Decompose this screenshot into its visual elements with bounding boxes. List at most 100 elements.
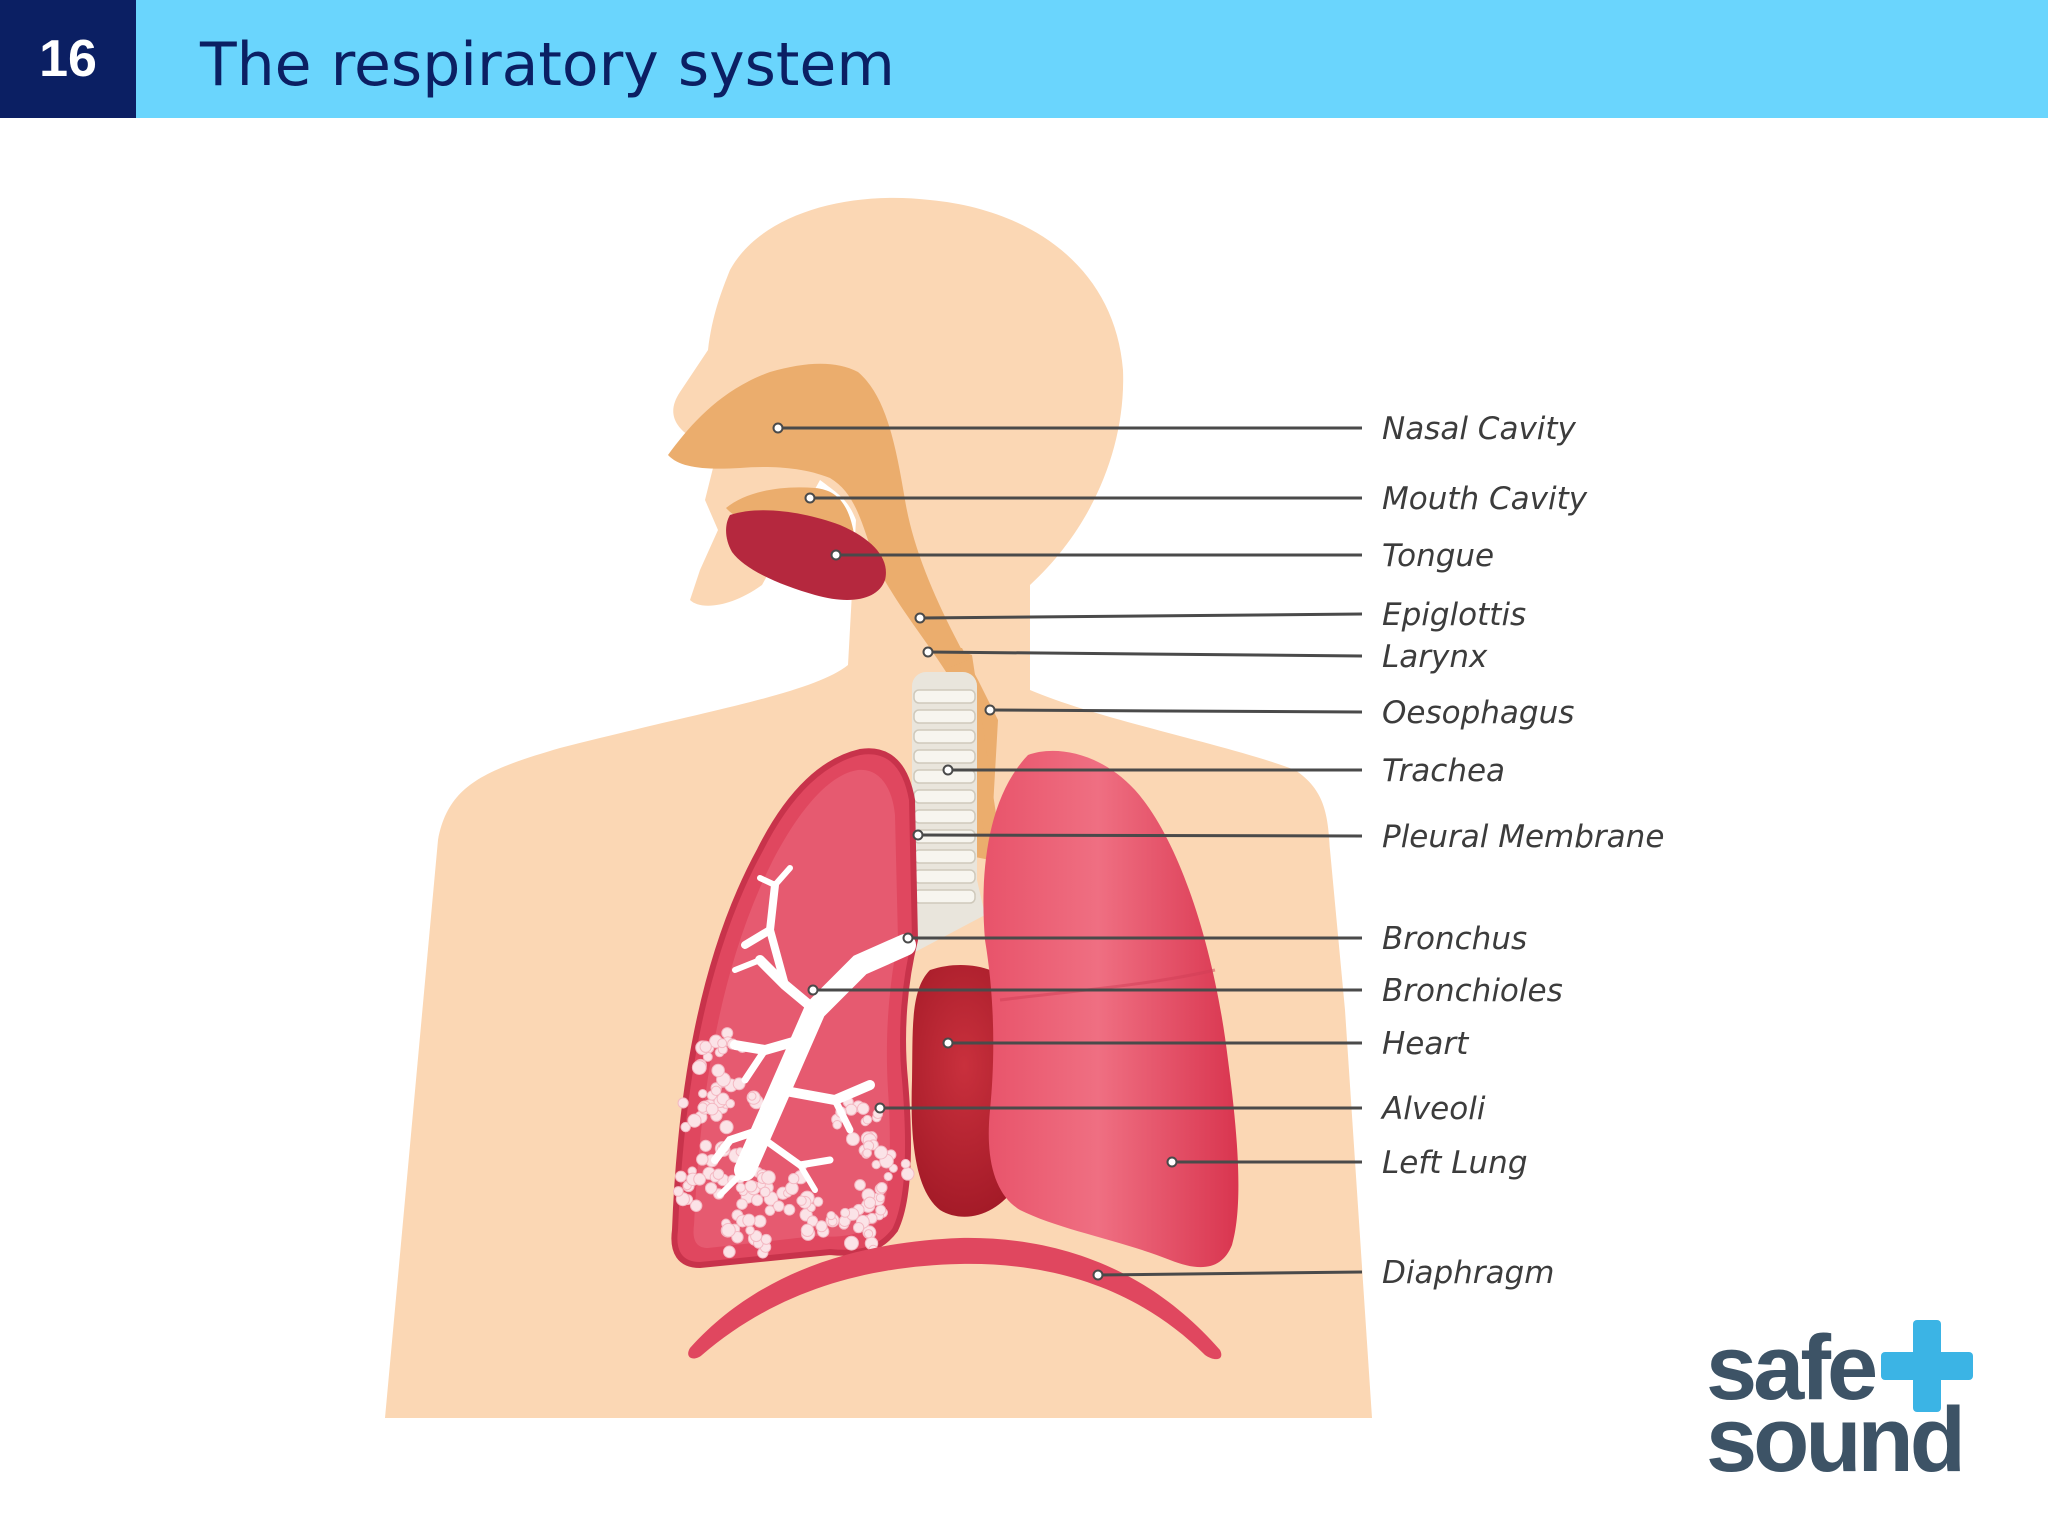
label-nasal-cavity: Nasal Cavity <box>1382 411 1577 447</box>
alveolus <box>674 1170 687 1183</box>
alveolus <box>711 1063 725 1078</box>
alveolus <box>815 1220 828 1233</box>
alveolus <box>783 1203 796 1216</box>
trachea-ring <box>913 869 976 884</box>
trachea-ring <box>913 729 976 744</box>
leader-dot <box>807 984 819 996</box>
label-left-lung: Left Lung <box>1382 1145 1528 1181</box>
leader-dot <box>874 1102 886 1114</box>
alveolus <box>705 1102 719 1116</box>
alveolus <box>813 1196 824 1207</box>
leader-dot <box>942 1037 954 1049</box>
alveolus <box>772 1200 785 1212</box>
alveolus <box>876 1181 888 1194</box>
alveolus <box>747 1091 757 1101</box>
alveolus <box>704 1182 718 1195</box>
alveolus <box>745 1225 755 1236</box>
alveolus <box>800 1223 815 1237</box>
leader-dot <box>984 704 996 716</box>
alveolus <box>875 1193 885 1203</box>
alveolus <box>844 1235 859 1251</box>
alveolus <box>680 1121 691 1133</box>
diaphragm-shape <box>688 1237 1222 1360</box>
alveolus <box>687 1113 702 1128</box>
leader-line <box>927 650 1363 658</box>
bronchial-tree <box>711 865 916 1198</box>
leader-dot <box>830 549 842 561</box>
alveolus <box>698 1088 708 1099</box>
alveolus <box>826 1210 836 1221</box>
leader-dot <box>914 612 926 624</box>
trachea-ring <box>913 689 976 704</box>
left-lung-fissure <box>999 968 1216 1002</box>
alveolus <box>901 1167 915 1181</box>
leader-dot <box>902 932 914 944</box>
alveolus <box>787 1172 800 1185</box>
alveolus <box>736 1198 748 1210</box>
label-bronchus: Bronchus <box>1382 921 1527 957</box>
alveolus <box>696 1153 709 1166</box>
alveolus <box>871 1159 881 1170</box>
alveolus <box>900 1158 911 1169</box>
tongue-shape <box>726 510 886 600</box>
slide-number: 16 <box>0 0 136 118</box>
alveolus <box>883 1171 893 1182</box>
alveolus <box>764 1205 776 1216</box>
label-epiglottis: Epiglottis <box>1382 597 1526 633</box>
leader-dot <box>1092 1269 1104 1281</box>
safe-sound-logo: safe sound <box>1706 1312 1976 1486</box>
alveolus <box>719 1119 734 1135</box>
leader-dot <box>922 646 934 658</box>
leader-line <box>989 708 1363 714</box>
alveolus <box>874 1145 888 1160</box>
alveolus <box>854 1179 866 1191</box>
alveolus <box>712 1168 725 1180</box>
label-trachea: Trachea <box>1382 753 1505 789</box>
alveolus <box>761 1170 776 1185</box>
alveolus <box>852 1221 865 1234</box>
leader-line <box>919 612 1363 620</box>
alveolus <box>796 1195 807 1206</box>
alveolus <box>744 1179 758 1193</box>
alveolus <box>753 1214 767 1228</box>
alveolus <box>846 1132 860 1147</box>
label-pleural-membrane: Pleural Membrane <box>1382 819 1664 855</box>
alveolus <box>862 1114 873 1125</box>
leader-dot <box>942 764 954 776</box>
alveolus <box>760 1233 772 1245</box>
label-bronchioles: Bronchioles <box>1382 973 1563 1009</box>
label-mouth-cavity: Mouth Cavity <box>1382 481 1588 517</box>
alveolus <box>722 1245 736 1259</box>
label-diaphragm: Diaphragm <box>1382 1255 1554 1291</box>
trachea-ring <box>913 809 976 824</box>
alveolus <box>710 1085 722 1097</box>
alveolus <box>689 1199 703 1212</box>
label-heart: Heart <box>1382 1026 1470 1062</box>
trachea-ring <box>913 789 976 804</box>
alveolus <box>751 1193 764 1207</box>
trachea-ring <box>913 889 976 904</box>
slide-title: The respiratory system <box>200 30 895 100</box>
alveolus <box>691 1060 707 1075</box>
label-larynx: Larynx <box>1382 639 1488 675</box>
alveolus <box>742 1213 756 1227</box>
label-alveoli: Alveoli <box>1380 1091 1486 1127</box>
leader-dot <box>772 422 784 434</box>
plus-icon <box>1881 1320 1973 1412</box>
alveolus <box>699 1040 712 1053</box>
trachea-ring <box>913 709 976 724</box>
leader-dot <box>804 492 816 504</box>
leader-dot <box>1166 1156 1178 1168</box>
header-bar: 16 The respiratory system <box>0 0 2048 118</box>
trachea-rings <box>913 689 976 904</box>
trachea-ring <box>913 849 976 864</box>
logo-line1: safe <box>1706 1317 1878 1419</box>
alveoli-cluster <box>672 1027 915 1259</box>
alveolus <box>845 1103 858 1116</box>
alveolus <box>862 1148 872 1158</box>
left-lung <box>983 750 1239 1268</box>
alveolus <box>863 1196 877 1209</box>
leader-line <box>917 833 1363 838</box>
